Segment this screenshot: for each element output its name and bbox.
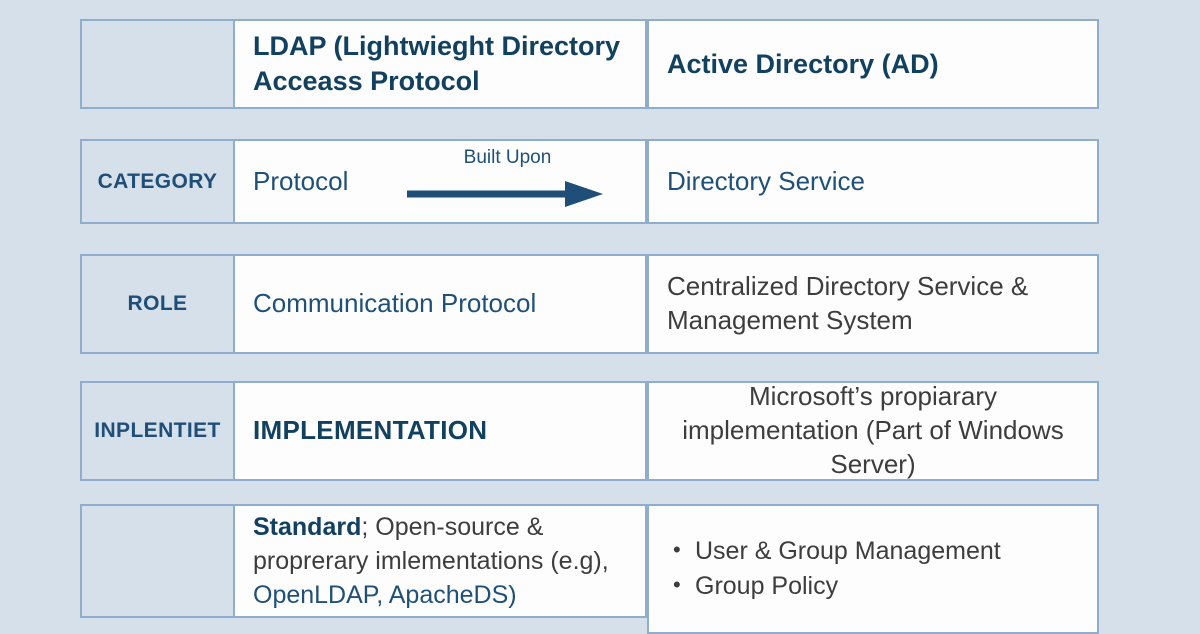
header-cell-ldap: LDAP (Lightwieght Directory Acceass Prot… (233, 19, 647, 109)
cell-text-role-ad: Centralized Directory Service & Manageme… (667, 271, 1029, 335)
row-label-category: CATEGORY (80, 139, 235, 224)
row-label-standard (80, 504, 235, 618)
cell-standard-ldap: Standard; Open-source & proprerary imlem… (233, 504, 647, 618)
row-label-text-category: CATEGORY (97, 169, 218, 193)
cell-role-ad: Centralized Directory Service & Manageme… (647, 254, 1099, 354)
cell-text-category-ldap: Protocol (253, 165, 349, 196)
cell-category-ldap: Protocol Built Upon (233, 139, 647, 224)
cell-features-ad: User & Group Management Group Policy (647, 504, 1099, 634)
row-label-role: ROLE (80, 254, 235, 354)
cell-role-ldap: Communication Protocol (233, 254, 647, 354)
list-item: User & Group Management (673, 534, 1079, 570)
cell-text-implementation-ldap: IMPLEMENTATION (253, 415, 488, 446)
cell-implementation-ad: Microsoft’s propiarary implementation (P… (647, 381, 1099, 481)
row-label-implementation: INPLENTIET (80, 381, 235, 481)
standard-body: ; Open-source & proprerary imlementation… (253, 513, 609, 575)
list-item: Group Policy (673, 569, 1079, 605)
row-label-text-implementation: INPLENTIET (94, 419, 221, 443)
cell-text-implementation-ad: Microsoft’s propiarary implementation (P… (682, 381, 1064, 479)
standard-examples: OpenLDAP, ApacheDS) (253, 581, 517, 609)
header-title-ldap: LDAP (Lightwieght Directory Acceass Prot… (253, 31, 621, 96)
row-label-text-role: ROLE (127, 292, 188, 316)
header-cell-ad: Active Directory (AD) (647, 19, 1099, 109)
cell-text-category-ad: Directory Service (667, 165, 865, 196)
features-bullet-list: User & Group Management Group Policy (649, 534, 1097, 605)
header-title-ad: Active Directory (AD) (667, 48, 939, 79)
cell-category-ad: Directory Service (647, 139, 1099, 224)
cell-implementation-ldap: IMPLEMENTATION (233, 381, 647, 481)
standard-keyword: Standard (253, 513, 362, 541)
header-row-label-cell (80, 19, 235, 109)
cell-text-standard-ldap: Standard; Open-source & proprerary imlem… (235, 510, 645, 612)
cell-text-role-ldap: Communication Protocol (253, 288, 537, 319)
